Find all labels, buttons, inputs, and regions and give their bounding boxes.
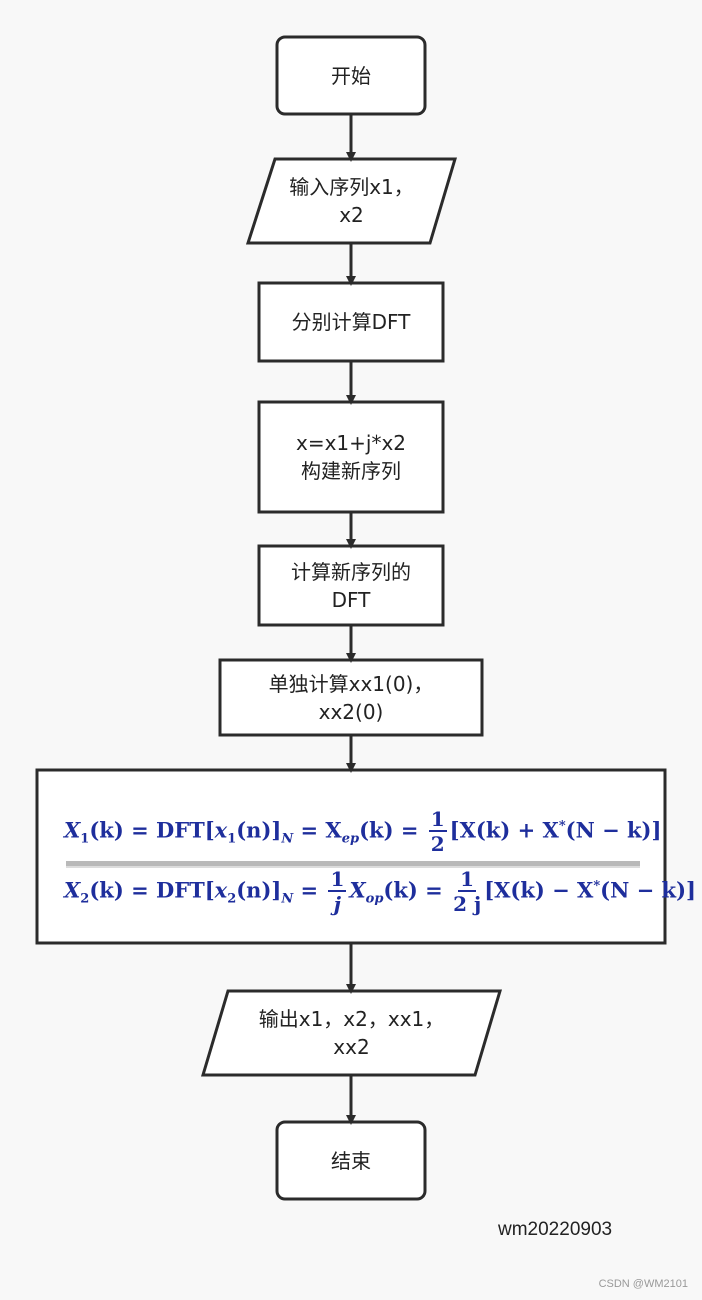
construct-label: x=x1+j*x2 构建新序列 — [295, 431, 407, 483]
input-label: 输入序列x1， x2 — [289, 175, 414, 227]
compute-dft-label: 分别计算DFT — [291, 310, 411, 334]
output-label: 输出x1，x2，xx1， xx2 — [258, 1007, 445, 1059]
new-dft-label: 计算新序列的 DFT — [291, 559, 411, 612]
output-node — [200, 989, 503, 1077]
start-label: 开始 — [331, 63, 371, 88]
formula-node — [35, 768, 667, 945]
watermark-text: wm20220903 — [498, 1219, 613, 1240]
single-compute-label: 单独计算xx1(0)， xx2(0) — [268, 671, 434, 724]
input-node — [245, 157, 458, 245]
formula-divider — [66, 861, 640, 866]
end-label: 结束 — [331, 1148, 371, 1173]
csdn-credit: CSDN @WM2101 — [598, 1278, 688, 1290]
